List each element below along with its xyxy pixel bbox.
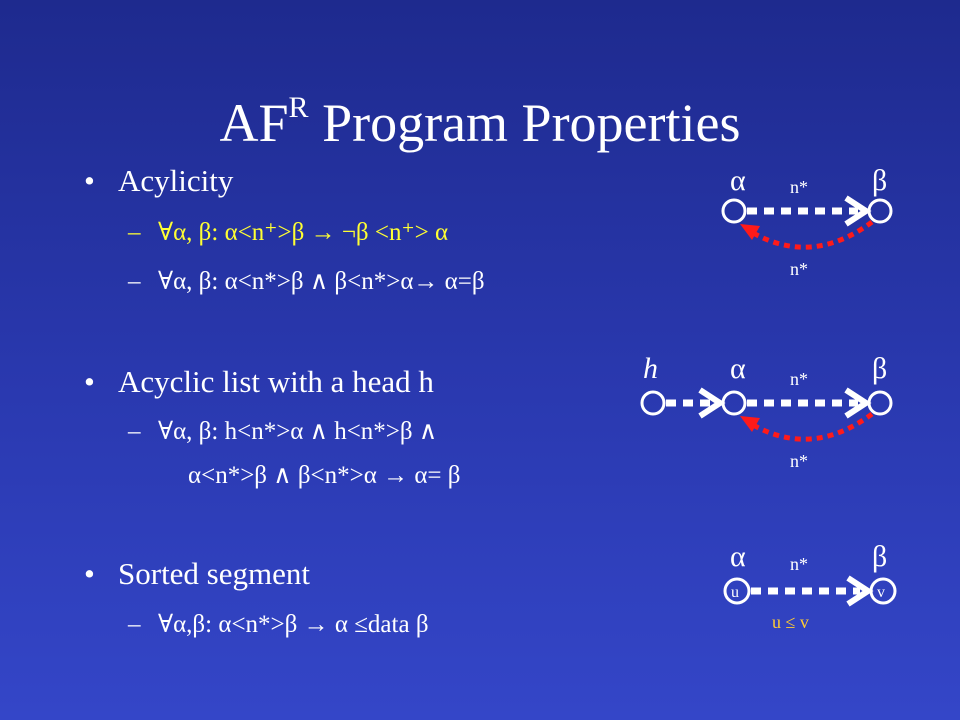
dash: – [128,418,141,445]
formula-text: ∀α, β: α<n⁺>β → ¬β <n⁺> α [158,219,449,246]
arrowhead-icon [844,195,872,227]
beta-label: β [872,352,887,385]
formula-acyclicity-1: –∀α, β: α<n⁺>β → ¬β <n⁺> α [128,217,448,247]
node-u [723,577,751,605]
node-beta [867,198,893,224]
bullet-dot: • [84,364,95,399]
head-label: h [643,352,658,385]
title-main: AF [219,93,289,153]
beta-label: β [872,540,887,573]
diagram-sorted-segment: α β n* u v u ≤ v [723,540,897,632]
back-edge-red [746,219,874,250]
bullet-dot: • [84,556,95,591]
dash: – [128,611,141,638]
node-beta [867,390,893,416]
slide-title: AFR Program Properties [0,78,960,153]
bullet-label: Acyclic list with a head h [118,364,434,399]
formula-text: α<n*>β ∧ β<n*>α → α= β [188,462,461,489]
alpha-label: α [730,164,746,197]
bullet-label: Acylicity [118,163,234,198]
dash: – [128,219,141,246]
node-u-label: u [731,584,739,601]
node-alpha [721,390,747,416]
arrowhead-icon [846,575,874,607]
formula-acyclic-list-2: α<n*>β ∧ β<n*>α → α= β [188,460,461,490]
formula-acyclicity-2: –∀α, β: α<n*>β ∧ β<n*>α→ α=β [128,266,485,296]
formula-text: ∀α,β: α<n*>β → α ≤data β [158,611,429,638]
dash: – [128,268,141,295]
bullet-dot: • [84,163,95,198]
alpha-label: α [730,540,746,573]
diagram-acyclicity: α β n* n* [721,164,893,279]
node-head [640,390,666,416]
beta-label: β [872,164,887,197]
bullet-label: Sorted segment [118,556,310,591]
alpha-label: α [730,352,746,385]
title-superscript: R [288,91,309,124]
bullet-acyclic-list: • Acyclic list with a head h [84,364,434,400]
bullet-acyclicity: • Acylicity [84,163,233,199]
edge-label-bottom: n* [790,451,808,471]
edge-label-top: n* [790,369,808,389]
order-condition: u ≤ v [772,612,809,632]
edge-label-bottom: n* [790,259,808,279]
node-alpha [721,198,747,224]
red-arrowhead-icon [740,224,760,240]
title-rest: Program Properties [308,93,741,153]
bullet-sorted-segment: • Sorted segment [84,556,310,592]
back-edge-red [746,411,874,442]
formula-sorted-segment: –∀α,β: α<n*>β → α ≤data β [128,609,429,639]
diagram-acyclic-list: h α β n* n* [640,352,893,471]
formula-text: ∀α, β: α<n*>β ∧ β<n*>α→ α=β [158,268,485,295]
arrowhead-icon [698,387,726,419]
formula-text: ∀α, β: h<n*>α ∧ h<n*>β ∧ [158,418,438,445]
formula-acyclic-list-1: –∀α, β: h<n*>α ∧ h<n*>β ∧ [128,416,437,446]
node-v-label: v [877,584,885,601]
red-arrowhead-icon [740,416,760,432]
edge-label-top: n* [790,554,808,574]
edge-label-top: n* [790,177,808,197]
arrowhead-icon [844,387,872,419]
